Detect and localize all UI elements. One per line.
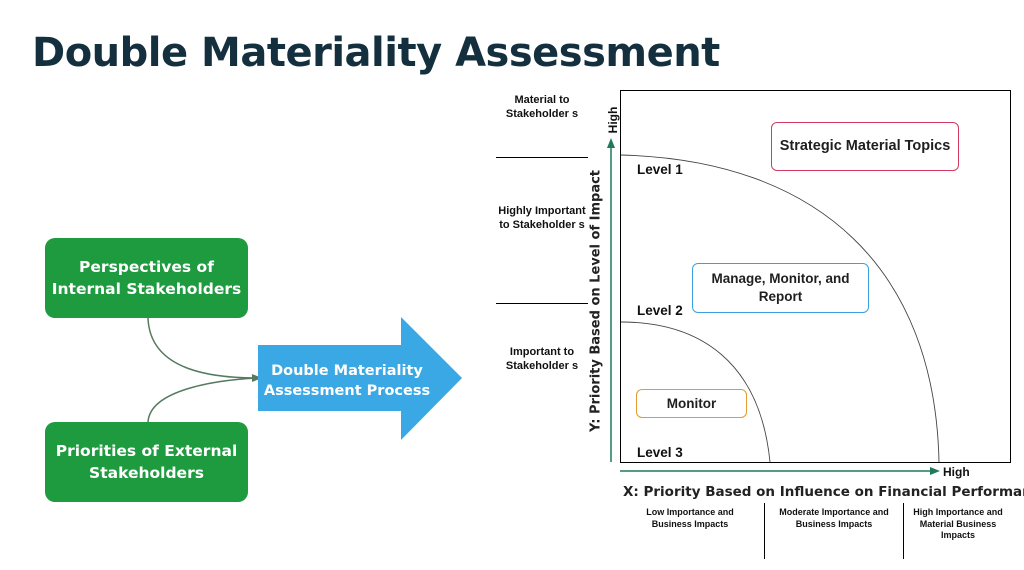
external-stakeholders-box: Priorities of External Stakeholders [45,422,248,502]
x-axis-title: X: Priority Based on Influence on Financ… [623,484,1024,500]
x-axis-high-label: High [943,465,970,479]
level-1-curve [620,154,940,463]
connector-external [147,377,259,423]
y-axis-high-label: High [606,106,620,134]
connector-internal [147,317,259,379]
x-band-moderate: Moderate Importance and Business Impacts [779,507,889,529]
y-band-divider [496,157,588,158]
monitor-box: Monitor [636,389,747,418]
manage-monitor-report-box: Manage, Monitor, and Report [692,263,869,313]
y-band-highly-important: Highly Important to Stakeholder s [498,205,586,231]
x-band-divider [764,503,765,559]
y-axis-title: Y: Priority Based on Level of Impact [588,169,604,433]
level-2-label: Level 2 [637,303,683,318]
connector-arrowhead [252,374,262,382]
internal-stakeholders-box: Perspectives of Internal Stakeholders [45,238,248,318]
process-arrow-label: Double Materiality Assessment Process [263,363,431,399]
y-band-important: Important to Stakeholder s [505,346,579,372]
materiality-matrix [620,90,1011,463]
x-band-high: High Importance and Material Business Im… [913,507,1003,540]
y-axis-arrowhead [607,138,615,148]
level-1-label: Level 1 [637,162,683,177]
y-band-material: Material to Stakeholder s [505,94,579,120]
level-3-label: Level 3 [637,445,683,460]
strategic-topics-box: Strategic Material Topics [771,122,959,171]
x-axis-arrowhead [930,467,940,475]
x-band-divider [903,503,904,559]
process-arrow-shape [258,317,462,440]
level-2-curve [620,321,771,463]
x-band-low: Low Importance and Business Impacts [646,507,734,529]
y-band-divider [496,303,588,304]
page-title: Double Materiality Assessment [32,30,720,76]
